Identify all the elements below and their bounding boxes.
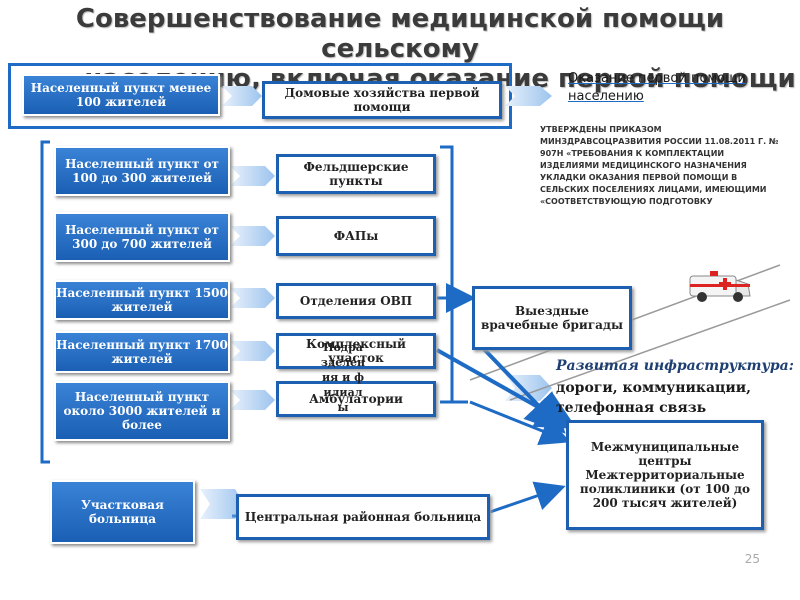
page-number: 25 — [744, 552, 760, 566]
right-bracket — [440, 145, 454, 404]
central-district-hospital: Центральная районная больница — [236, 494, 490, 540]
settlement-3000-plus: Населенный пункт около 3000 жителей и бо… — [54, 381, 230, 441]
order-text: УТВЕРЖДЕНЫ ПРИКАЗОМ МИНЗДРАВСОЦРАЗВИТИЯ … — [540, 125, 779, 206]
infrastructure-line2: телефонная связь — [556, 400, 707, 416]
chevrons — [200, 86, 552, 519]
settlement-under-100: Населенный пункт менее 100 жителей — [22, 74, 220, 116]
facility-ovp: Отделения ОВП — [276, 283, 436, 319]
settlement-300-700: Населенный пункт от 300 до 700 жителей — [54, 212, 230, 262]
facility-feldsher: Фельдшерские пункты — [276, 154, 436, 194]
settlement-1500: Населенный пункт 1500 жителей — [54, 280, 230, 320]
mobile-teams: Выездные врачебные бригады — [472, 286, 632, 350]
first-aid-label: Оказание первой помощи населению — [568, 71, 746, 104]
first-row-frame — [8, 63, 512, 129]
left-bracket — [40, 140, 50, 464]
vertical-label: Подразделения и филиалы — [320, 341, 366, 414]
infrastructure-line1: дороги, коммуникации, — [556, 380, 752, 396]
title-line-1: Совершенствование медицинской помощи сел… — [75, 4, 725, 64]
settlement-1700: Населенный пункт 1700 жителей — [54, 331, 230, 373]
facility-complex: Комплексный участок — [276, 333, 436, 369]
infrastructure-heading: Развитая инфраструктура: — [556, 358, 794, 374]
intermunicipal-centers: Межмуниципальные центры Межтерриториальн… — [566, 420, 764, 530]
facility-household: Домовые хозяйства первой помощи — [262, 81, 502, 119]
ambulance-icon — [689, 271, 751, 302]
facility-ambulatory: Амбулатории — [276, 381, 436, 417]
settlement-100-300: Населенный пункт от 100 до 300 жителей — [54, 146, 230, 196]
district-hospital-small: Участковая больница — [50, 480, 195, 544]
facility-fap: ФАПы — [276, 216, 436, 256]
